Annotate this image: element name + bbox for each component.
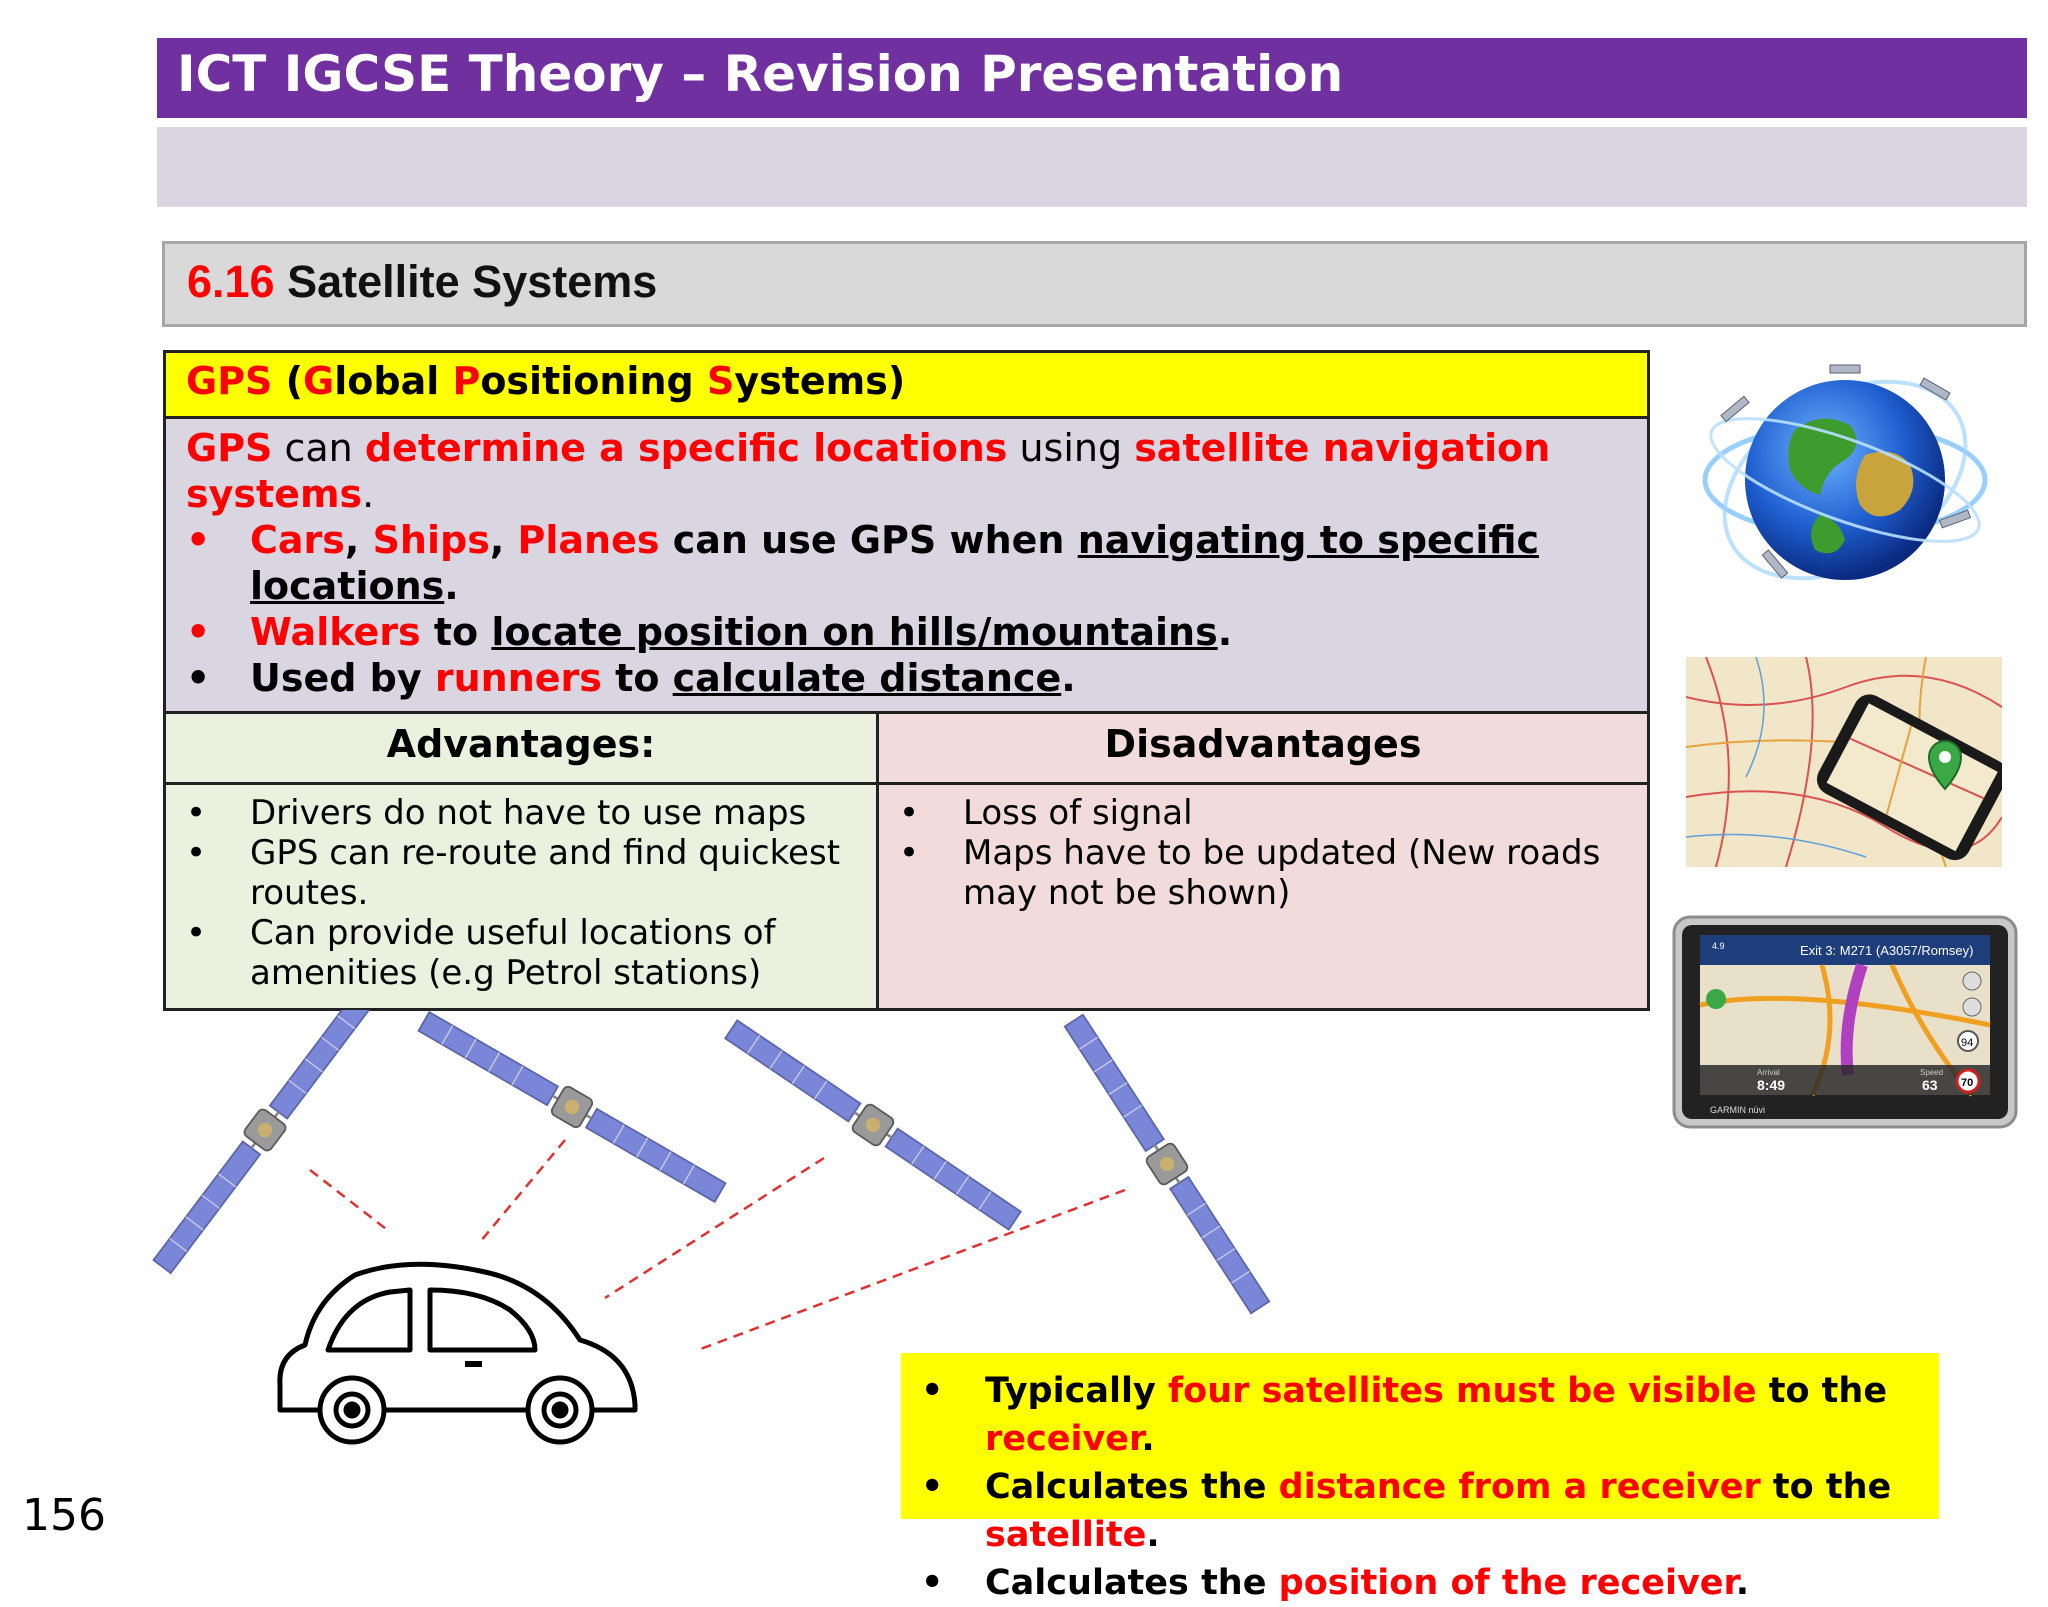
page-number: 156 [22,1490,106,1541]
satnav-brand: GARMIN nüvi [1710,1105,1765,1115]
car-icon [277,1261,638,1445]
list-item: •Calculates the position of the receiver… [921,1563,1750,1603]
disadvantages-list: •Loss of signal •Maps have to be updated… [875,782,1651,1011]
globe-image [1702,364,1988,581]
satnav-speed-limit: 70 [1961,1077,1973,1089]
advantages-heading: Advantages: [163,711,879,785]
satnav-route: Exit 3: M271 (A3057/Romsey) [1800,943,1973,958]
gps-facts-callout: •Typically four satellites must be visib… [901,1353,1939,1603]
section-heading: 6.16 Satellite Systems [162,241,2027,327]
section-number: 6.16 [187,256,275,307]
subtitle-band [157,127,2027,207]
list-item: •GPS can re-route and find quickest rout… [186,833,841,913]
satellite-illustration [147,1010,1276,1445]
satnav-speed: 63 [1922,1077,1938,1093]
disadvantages-heading: Disadvantages [875,711,1651,785]
list-item: •Can provide useful locations of ameniti… [186,913,776,993]
satnav-distance: 4.9 [1712,941,1725,951]
gps-heading: GPS (Global Positioning Systems) [162,350,1651,419]
satnav-speed-label: Speed [1920,1068,1943,1077]
gps-bullet: •Walkers to locate position on hills/mou… [186,610,1233,654]
gps-description: GPS can determine a specific locations u… [162,416,1651,714]
section-title: Satellite Systems [287,256,658,307]
list-item: •Calculates the distance from a receiver… [921,1467,1892,1555]
signal-lines [309,1139,1126,1352]
list-item: •Maps have to be updated (New roads may … [899,833,1601,913]
satnav-arrival-label: Arrival [1757,1068,1780,1077]
satellite-icon [147,1010,383,1278]
sat-nav-device-image: 4.9 Exit 3: M271 (A3057/Romsey) Arrival … [1672,915,2018,1129]
gps-bullet: •Used by runners to calculate distance. [186,656,1076,700]
satellite-icon [720,1014,1026,1236]
satellite-icon [414,1010,730,1208]
gps-bullet: •Cars, Ships, Planes can use GPS when na… [186,518,1540,608]
map-phone-image [1686,657,2002,867]
presentation-title: ICT IGCSE Theory – Revision Presentation [157,38,2027,118]
satnav-arrival: 8:49 [1757,1077,1785,1093]
list-item: •Drivers do not have to use maps [186,793,807,833]
gps-table: GPS (Global Positioning Systems) GPS can… [162,350,1651,1011]
satellite-icon [1058,1010,1276,1318]
gps-intro: GPS can determine a specific locations u… [186,426,1551,516]
advantages-list: •Drivers do not have to use maps •GPS ca… [163,782,879,1011]
satnav-road-number: 94 [1961,1037,1973,1049]
list-item: •Typically four satellites must be visib… [921,1371,1888,1459]
list-item: •Loss of signal [899,793,1193,833]
